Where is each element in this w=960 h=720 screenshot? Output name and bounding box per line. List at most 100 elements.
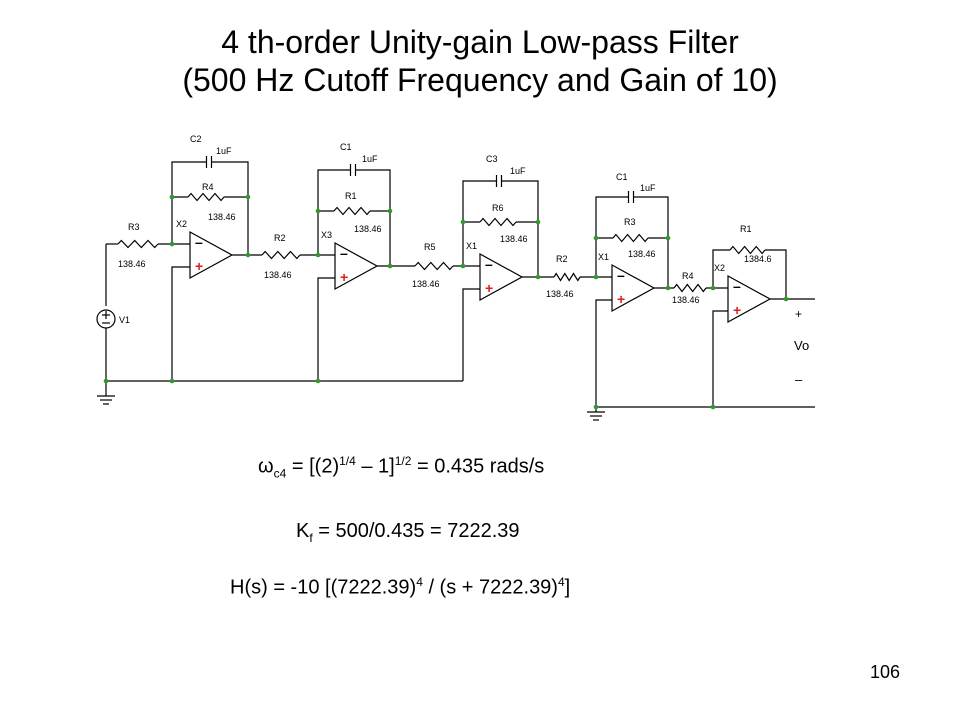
node-dot: [710, 404, 716, 410]
res-value: 1384.6: [744, 254, 772, 264]
node-dot: [315, 252, 321, 258]
node-dot: [593, 404, 599, 410]
voltage-source: [96, 309, 116, 329]
opamp-plus-sign: +: [195, 258, 203, 274]
wire: [356, 169, 391, 266]
wire: [171, 266, 190, 381]
res-value: 138.46: [264, 270, 292, 280]
res-name: R1: [345, 191, 357, 201]
opamp-minus-sign: –: [617, 267, 625, 283]
opamp-triangle: [189, 230, 234, 280]
res-value: 138.46: [118, 259, 146, 269]
k-symbol: K: [296, 520, 310, 542]
source-name: V1: [119, 315, 130, 325]
node-dot: [169, 194, 175, 200]
opamp-minus-sign: –: [195, 234, 203, 250]
node-dot: [665, 235, 671, 241]
res-name: R1: [740, 224, 752, 234]
resistor: [673, 283, 707, 293]
opamp-triangle: [479, 252, 524, 302]
res-value: 138.46: [672, 295, 700, 305]
node-dot: [460, 263, 466, 269]
res-name: R4: [202, 182, 214, 192]
node-dot: [593, 235, 599, 241]
eq1-sup2: 1/2: [394, 454, 412, 468]
k-subscript: f: [309, 531, 313, 545]
wire: [462, 180, 496, 222]
opamp-minus-sign: –: [340, 245, 348, 261]
cap-value: 1uF: [362, 154, 378, 164]
res-name: R4: [682, 271, 694, 281]
cap-name: C2: [190, 134, 202, 144]
node-dot: [460, 219, 466, 225]
res-name: R5: [424, 242, 436, 252]
opamp-triangle: [611, 263, 656, 313]
opamp-plus-sign: +: [340, 269, 348, 285]
schematic-components: [96, 156, 772, 421]
resistor: [333, 206, 371, 216]
wire: [595, 196, 628, 238]
node-dot: [783, 296, 789, 302]
opamp-plus-sign: +: [733, 302, 741, 318]
res-name: R6: [492, 203, 504, 213]
output-minus: –: [795, 372, 803, 387]
eq3-part-b: / (s + 7222.39): [422, 576, 558, 599]
cap-name: C1: [340, 142, 352, 152]
eq1-part-c: = 0.435 rads/s: [411, 455, 545, 478]
slide-title: 4 th-order Unity-gain Low-pass Filter: [221, 24, 739, 60]
eq2-rest: = 500/0.435 = 7222.39: [312, 520, 520, 542]
node-dot: [169, 378, 175, 384]
node-dot: [315, 378, 321, 384]
omega-symbol: ω: [258, 455, 274, 478]
opamp-minus-sign: –: [485, 256, 493, 272]
node-dot: [535, 219, 541, 225]
eq3-part-c: ]: [564, 576, 571, 599]
cap-value: 1uF: [510, 166, 526, 176]
opamp-plus-sign: +: [617, 291, 625, 307]
opamp-name: X2: [714, 263, 725, 273]
res-name: R3: [128, 222, 140, 232]
wire: [634, 196, 669, 288]
node-dot: [387, 263, 393, 269]
eq3-sup2: 4: [557, 575, 565, 589]
slide-subtitle: (500 Hz Cutoff Frequency and Gain of 10): [182, 62, 778, 98]
node-dot: [315, 208, 321, 214]
eq1-part-b: – 1]: [355, 455, 395, 478]
node-dot: [103, 378, 109, 384]
eq3-sup1: 4: [416, 575, 423, 589]
wire: [502, 180, 539, 277]
wire: [712, 310, 728, 407]
opamp-name: X3: [321, 230, 332, 240]
resistor: [479, 217, 517, 227]
opamp-plus-sign: +: [485, 280, 493, 296]
cap-value: 1uF: [216, 146, 232, 156]
node-dot: [169, 241, 175, 247]
schematic-wires: [105, 161, 815, 412]
res-value: 138.46: [500, 234, 528, 244]
resistor: [261, 250, 301, 260]
res-value: 138.46: [208, 212, 236, 222]
scaling-factor-equation: Kf = 500/0.435 = 7222.39: [296, 520, 520, 545]
wire: [595, 299, 612, 407]
resistor: [612, 233, 649, 243]
wire: [317, 169, 350, 211]
res-name: R2: [274, 233, 286, 243]
resistor: [187, 192, 225, 202]
node-dot: [593, 274, 599, 280]
opamp-name: X1: [598, 252, 609, 262]
wire: [712, 249, 730, 288]
resistor: [729, 245, 766, 255]
cutoff-equation: ωc4 = [(2)1/4 – 1]1/2 = 0.435 rads/s: [258, 454, 544, 481]
res-value: 138.46: [546, 289, 574, 299]
opamp-name: X1: [466, 241, 477, 251]
output-label: Vo: [794, 338, 809, 353]
opamp-minus-sign: –: [733, 278, 741, 294]
res-name: R3: [624, 217, 636, 227]
output-plus: +: [795, 307, 802, 321]
eq3-part-a: H(s) = -10 [(7222.39): [230, 576, 417, 599]
wire: [317, 277, 335, 381]
res-value: 138.46: [412, 279, 440, 289]
eq1-part-a: = [(2): [286, 455, 340, 478]
cap-value: 1uF: [640, 183, 656, 193]
